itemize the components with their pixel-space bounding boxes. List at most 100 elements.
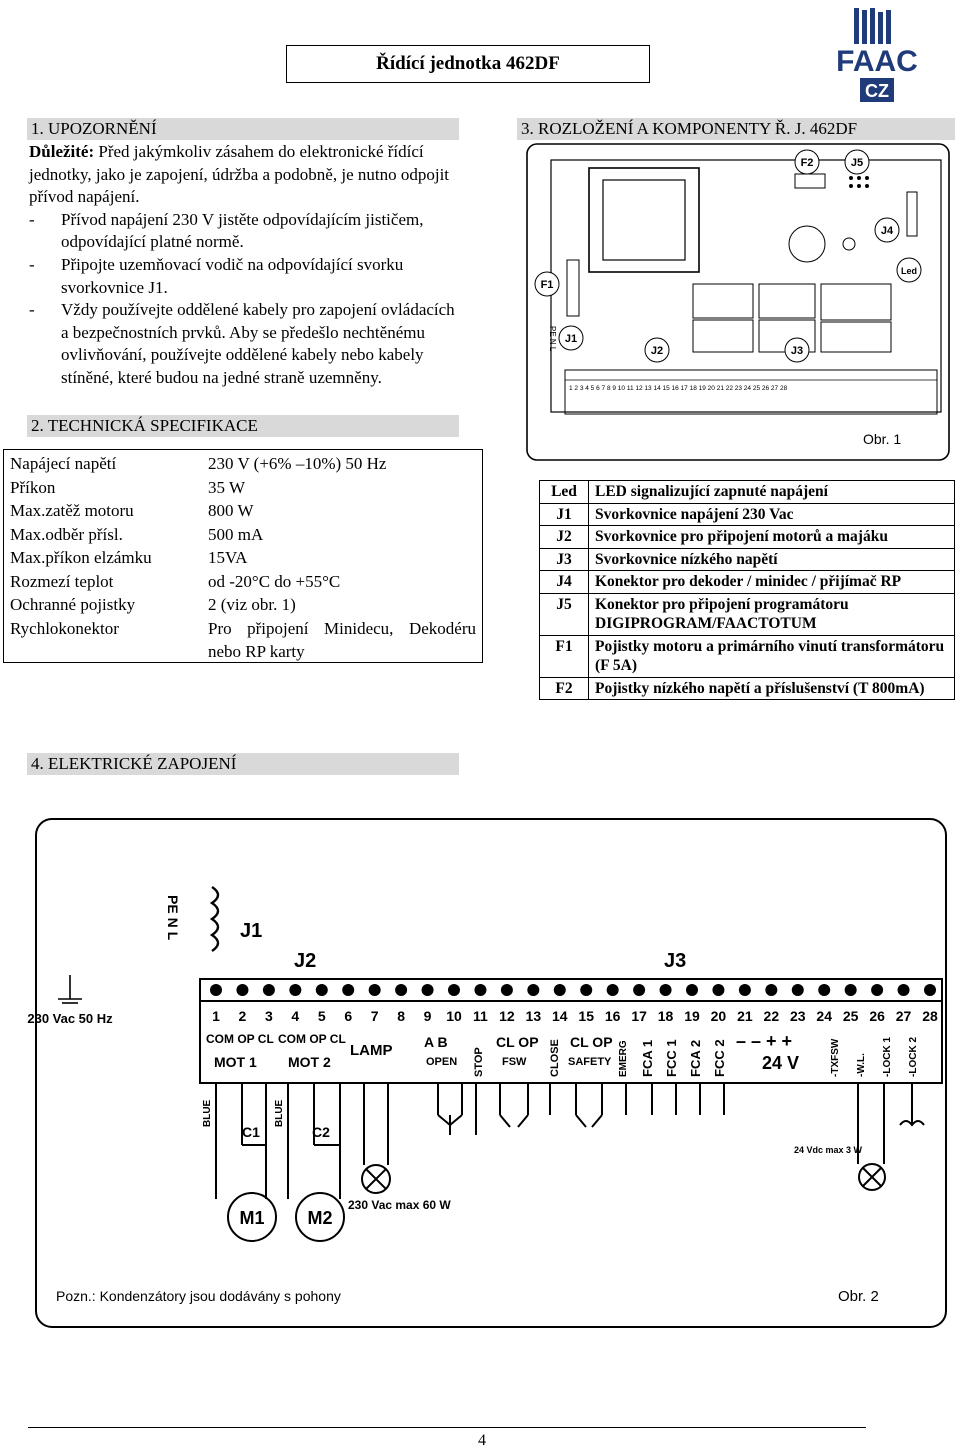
terminal-number: 4 [291, 1008, 299, 1024]
component-key: J3 [539, 547, 589, 571]
bullet-3: -Vždy používejte oddělené kabely pro zap… [29, 300, 455, 387]
terminal-screw [686, 984, 698, 996]
terminal-number: 3 [265, 1008, 273, 1024]
page-number: 4 [478, 1432, 486, 1449]
terminal-number: 19 [684, 1008, 700, 1024]
diagram-supply: 230 Vac 50 Hz [27, 1011, 113, 1026]
terminal-screw [236, 984, 249, 996]
group-polarity: – – + + [736, 1031, 792, 1051]
spec-value: 230 V (+6% –10%) 50 Hz [208, 454, 387, 473]
terminal-number: 27 [896, 1008, 912, 1024]
spec-label: Ochranné pojistky [10, 595, 136, 614]
warning-text: Před jakýmkoliv zásahem do elektronické … [29, 142, 450, 207]
group-txfsw: -TXFSW [830, 1038, 841, 1077]
terminal-screw [315, 984, 328, 996]
terminal-screw [712, 984, 725, 996]
terminal-number: 20 [711, 1008, 727, 1024]
spec-value: 15VA [208, 548, 248, 567]
label-j5: J5 [851, 157, 863, 169]
terminal-screw [818, 984, 831, 996]
group-mot1: MOT 1 [214, 1054, 257, 1070]
component-desc: Konektor pro dekoder / minidec / přijíma… [588, 570, 955, 594]
diagram-note: Pozn.: Kondenzátory jsou dodávány s poho… [56, 1288, 341, 1304]
component-desc: Svorkovnice napájení 230 Vac [588, 502, 955, 526]
terminal-screw [553, 984, 566, 996]
terminal-screw [580, 984, 593, 996]
terminal-number: 15 [578, 1008, 594, 1024]
component-desc: Svorkovnice pro připojení motorů a maják… [588, 525, 955, 549]
spec-label: Max.příkon elzámku [10, 548, 152, 567]
spec-row: Ochranné pojistky 2 (viz obr. 1) [4, 593, 482, 617]
group-emerg: EMERG [618, 1040, 629, 1077]
lamp-rating: 230 Vac max 60 W [348, 1198, 451, 1212]
terminal-number: 5 [318, 1008, 326, 1024]
section3-heading: 3. ROZLOŽENÍ A KOMPONENTY Ř. J. 462DF [517, 118, 955, 140]
spec-label: Příkon [10, 477, 56, 497]
terminal-screw [924, 984, 936, 996]
spec-row: Napájecí napětí 230 V (+6% –10%) 50 Hz [4, 452, 482, 476]
terminal-number: 18 [658, 1008, 674, 1024]
spec-value: 35 W [208, 477, 245, 497]
group-mot1-coms: COM OP CL [206, 1032, 274, 1046]
diagram-j2: J2 [294, 950, 316, 972]
component-desc: Svorkovnice nízkého napětí [588, 547, 955, 571]
diagram-j3: J3 [664, 950, 686, 972]
terminal-number: 16 [605, 1008, 621, 1024]
terminal-number: 21 [737, 1008, 753, 1024]
label-j3: J3 [791, 345, 803, 357]
motor-m2: M2 [307, 1208, 332, 1228]
warning-bold: Důležité: [29, 142, 95, 161]
wire-blue-2: BLUE [274, 1099, 285, 1127]
terminal-number: 9 [424, 1008, 432, 1024]
capacitor-c1: C1 [242, 1124, 260, 1140]
terminal-screw [871, 984, 884, 996]
spec-row: Příkon 35 W [4, 476, 482, 500]
faac-logo: FAAC CZ [836, 8, 918, 102]
section1-heading: 1. UPOZORNĚNÍ [27, 118, 459, 140]
capacitor-c2: C2 [312, 1124, 330, 1140]
spec-label: Max.zatěž motoru [10, 501, 134, 520]
terminal-number: 6 [344, 1008, 352, 1024]
terminal-screw [738, 984, 751, 996]
terminal-screw [633, 984, 646, 996]
label-j2: J2 [651, 345, 663, 357]
component-key: J4 [539, 570, 589, 594]
spec-label: Napájecí napětí [10, 454, 117, 473]
component-key: J1 [539, 502, 589, 526]
terminal-number: 26 [869, 1008, 885, 1024]
group-24v: 24 V [762, 1053, 799, 1073]
group-clop-2: CL OP [570, 1034, 613, 1050]
spec-table: Napájecí napětí 230 V (+6% –10%) 50 Hz Pří… [4, 452, 482, 664]
section4-heading: 4. ELEKTRICKÉ ZAPOJENÍ [27, 753, 459, 775]
group-ab: A B [424, 1034, 448, 1050]
component-key: F2 [539, 676, 589, 700]
terminal-number: 25 [843, 1008, 859, 1024]
group-lock1: -LOCK 1 [882, 1037, 893, 1077]
diagram-pen: PE N L [165, 895, 181, 941]
terminal-number: 11 [473, 1008, 488, 1024]
spec-row: Max.odběr přísl.500 mA [4, 523, 482, 547]
component-desc: Konektor pro připojení programátoru DIGI… [588, 592, 955, 636]
terminal-screw [897, 984, 910, 996]
warning-intro: Důležité: Před jakýmkoliv zásahem do ele… [29, 141, 459, 209]
warning-light-rating: 24 Vdc max 3 W [794, 1145, 863, 1155]
spec-value: 2 (viz obr. 1) [208, 595, 296, 614]
logo-text: FAAC [836, 45, 918, 78]
figure2-caption: Obr. 2 [838, 1288, 879, 1305]
group-fca2: FCA 2 [688, 1040, 703, 1077]
label-led: Led [901, 266, 917, 276]
terminal-number: 1 [212, 1008, 220, 1024]
terminal-number: 23 [790, 1008, 806, 1024]
group-wl: -W.L. [856, 1053, 867, 1077]
group-fsw: FSW [502, 1056, 527, 1068]
terminal-screw [606, 984, 619, 996]
terminal-number: 2 [239, 1008, 247, 1024]
component-desc: Pojistky motoru a primárního vinutí tran… [588, 634, 955, 678]
motor-m1: M1 [239, 1208, 264, 1228]
